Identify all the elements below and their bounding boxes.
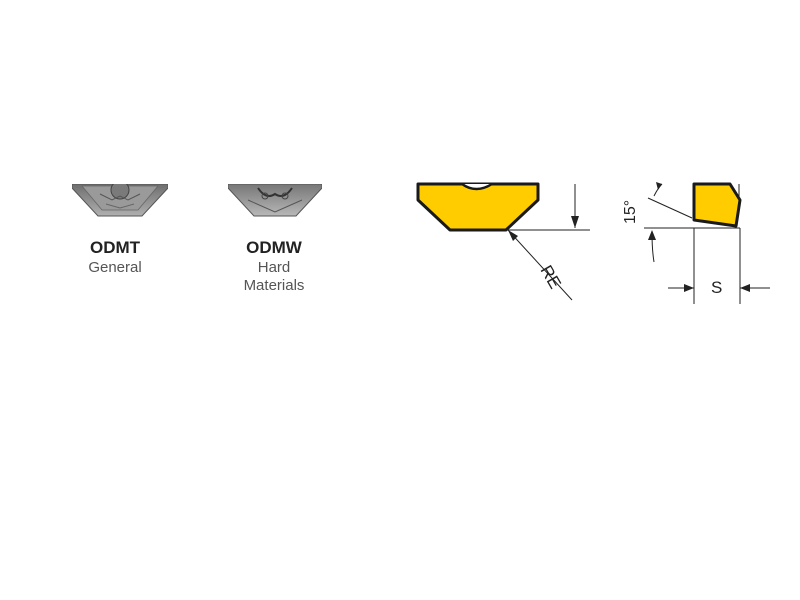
clearance-angle-label: 15° — [622, 199, 639, 224]
odmt-insert-image — [71, 180, 169, 218]
odmw-application-line1: Hard — [257, 259, 291, 276]
odmt-application-label: General — [88, 259, 142, 276]
thickness-label: S — [711, 278, 723, 297]
odmw-application-line2: Materials — [243, 277, 305, 294]
insert-side-view-drawing — [644, 182, 770, 304]
odmw-code-label: ODMW — [246, 238, 302, 257]
odmt-code-label: ODMT — [89, 238, 141, 257]
odmw-insert-image — [227, 183, 323, 218]
insert-top-view-drawing — [416, 182, 590, 301]
